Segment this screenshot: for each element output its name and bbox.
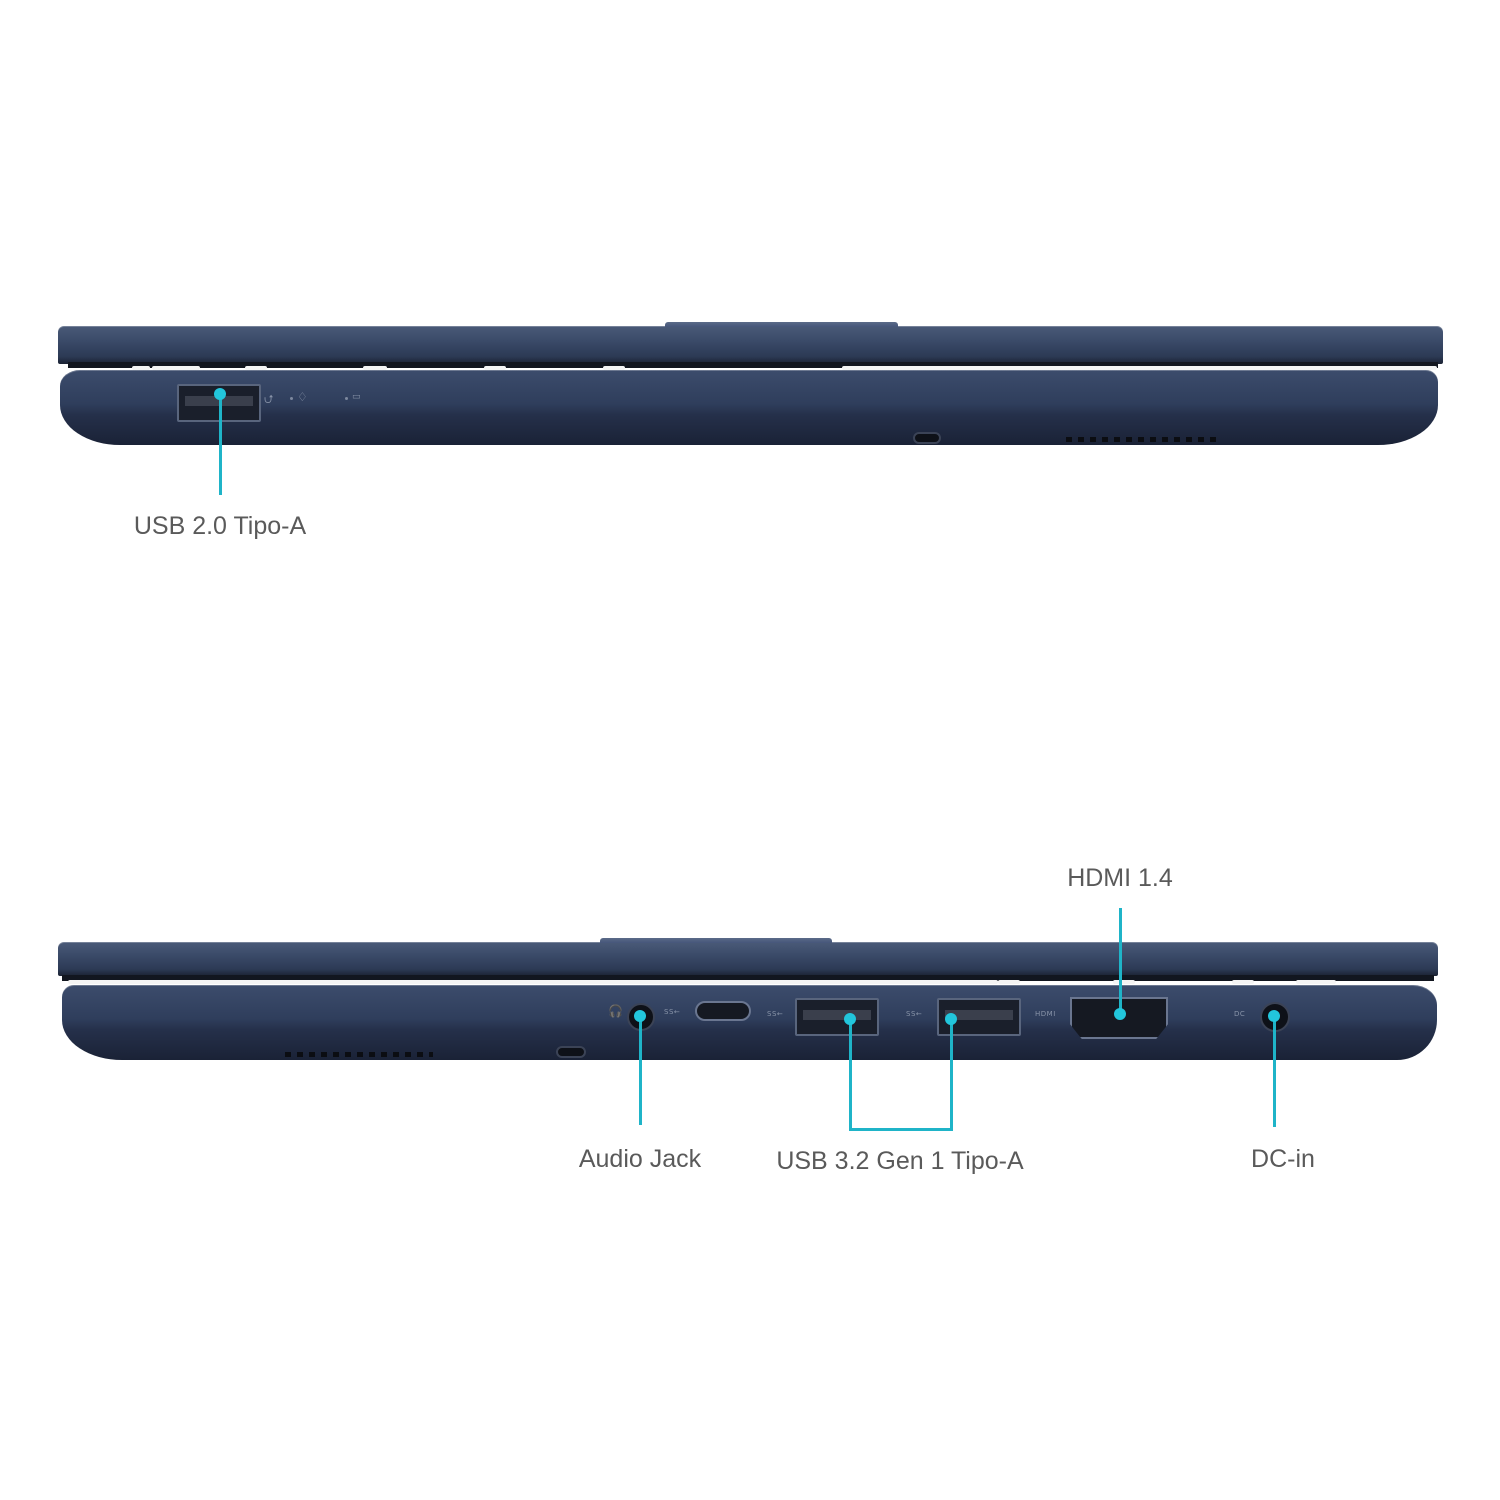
callout-line [219, 392, 222, 495]
callout-dot [844, 1013, 856, 1025]
callout-dot [1114, 1008, 1126, 1020]
callout-dot [214, 388, 226, 400]
power-led-icon [290, 397, 293, 400]
headphone-icon: 🎧 [608, 1004, 624, 1018]
usb-symbol-icon: ⮍ [264, 392, 275, 406]
hdmi-label: HDMI 1.4 [1067, 864, 1173, 892]
usbc-port [695, 1001, 751, 1021]
battery-icon: ▭ [352, 392, 362, 402]
callout-bracket [849, 1128, 953, 1131]
rubber-foot [245, 366, 267, 370]
laptop-lid [58, 326, 1443, 364]
callout-dot [1268, 1010, 1280, 1022]
rubber-foot [1296, 980, 1336, 984]
lid-gap [68, 362, 1438, 368]
lightbulb-icon: ♢ [297, 390, 309, 404]
callout-line [639, 1015, 642, 1125]
rubber-foot [842, 366, 1437, 370]
callout-dot [945, 1013, 957, 1025]
dc-marking: DC [1234, 1010, 1246, 1018]
speaker-grille [1066, 437, 1216, 442]
dc-in-label: DC-in [1251, 1145, 1315, 1173]
callout-dot [634, 1010, 646, 1022]
laptop-lid [58, 942, 1438, 976]
hdmi-marking: HDMI [1035, 1010, 1056, 1018]
rubber-foot [484, 366, 506, 370]
rubber-foot [1113, 980, 1135, 984]
laptop-base [62, 985, 1437, 1060]
laptop-base [60, 370, 1438, 445]
audio-jack-label: Audio Jack [578, 1145, 702, 1173]
rubber-foot [998, 980, 1020, 984]
callout-line [950, 1018, 953, 1130]
usbc-ss-marking: SS← [664, 1008, 681, 1016]
usb32-typea-port-1 [795, 998, 879, 1036]
rubber-foot [603, 366, 625, 370]
air-vent-hole [556, 1046, 586, 1058]
speaker-grille [285, 1052, 433, 1057]
battery-led-icon [345, 397, 348, 400]
usb2-typea-label: USB 2.0 Tipo-A [133, 512, 307, 540]
rubber-foot [1232, 980, 1254, 984]
lid-gap [62, 975, 1434, 981]
callout-line [849, 1018, 852, 1130]
callout-line [1273, 1015, 1276, 1127]
usba1-ss-marking: SS← [767, 1010, 784, 1018]
rubber-foot [68, 980, 998, 984]
usb32-typea-label: USB 3.2 Gen 1 Tipo-A [776, 1147, 1024, 1175]
rubber-foot [132, 366, 150, 370]
lid-hinge-cover [665, 322, 898, 327]
rubber-foot [152, 366, 200, 370]
lid-hinge-cover [600, 938, 832, 943]
rubber-foot [363, 366, 387, 370]
usba2-ss-marking: SS← [906, 1010, 923, 1018]
callout-line [1119, 908, 1122, 1014]
air-vent-hole [913, 432, 941, 444]
